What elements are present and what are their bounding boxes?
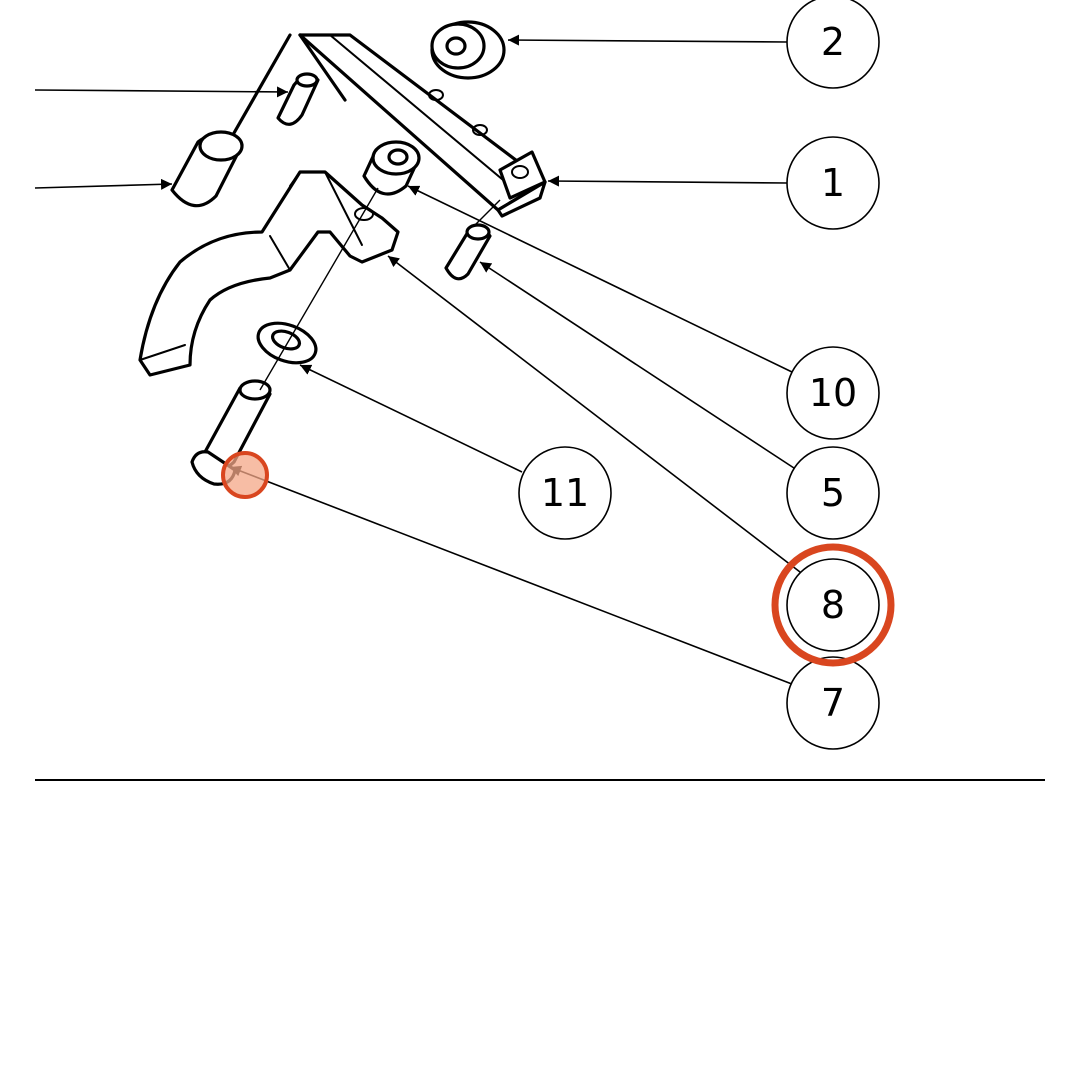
- trigger-part: [138, 170, 400, 377]
- dowel-pin-part: [444, 223, 492, 281]
- balloon-11: 11: [518, 446, 612, 540]
- balloon-8[interactable]: 8: [786, 558, 880, 652]
- highlight-ring-balloon-8: [771, 543, 895, 667]
- balloon-5: 5: [786, 446, 880, 540]
- balloon-1-label: 1: [821, 161, 845, 205]
- balloon-1: 1: [786, 136, 880, 230]
- rail-bar-part: [298, 33, 547, 218]
- balloon-2-label: 2: [821, 20, 845, 64]
- balloon-5-label: 5: [821, 471, 845, 515]
- large-pin-upper: [170, 130, 244, 208]
- leader-lines: [34, 34, 801, 687]
- balloon-7: 7: [786, 656, 880, 750]
- highlight-target-point[interactable]: [221, 451, 269, 499]
- small-pin-upper: [276, 72, 320, 126]
- balloon-7-label: 7: [821, 681, 845, 725]
- pivot-pin-part: [190, 379, 272, 486]
- roller-nut-part: [430, 20, 506, 80]
- spacer-sleeve-part: [362, 140, 421, 196]
- balloon-10-label: 10: [809, 371, 857, 415]
- balloon-10: 10: [786, 346, 880, 440]
- balloon-2: 2: [786, 0, 880, 89]
- frame-bracket-part: [228, 33, 347, 142]
- balloon-11-label: 11: [541, 471, 589, 515]
- balloon-8-label: 8: [821, 583, 845, 627]
